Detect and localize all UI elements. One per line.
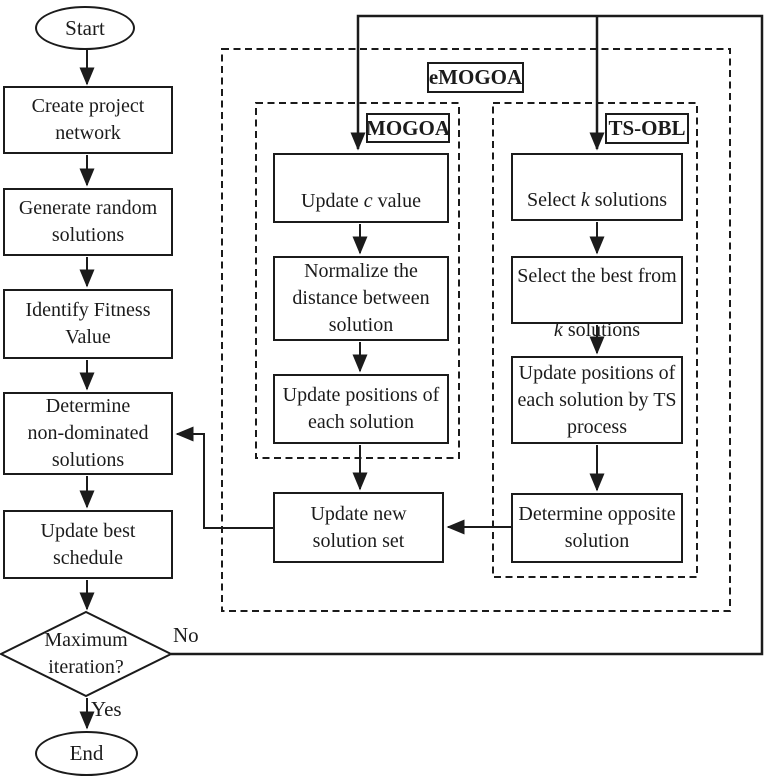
decision-diamond-shape [0, 610, 174, 698]
emogoa-group-label: eMOGOA [427, 62, 524, 93]
process-update-positions: Update positions of each solution [273, 374, 449, 444]
process-create-project-network: Create project network [3, 86, 173, 154]
select-best-var: k [553, 319, 563, 341]
process-select-best-from-k: Select the best from k solutions [511, 256, 683, 341]
process-determine-opposite: Determine opposite solution [511, 493, 683, 563]
process-update-c-value: Update c value [273, 153, 449, 223]
arrow-updatenew-to-determine [175, 426, 273, 529]
select-k-var: k [580, 189, 590, 211]
terminator-end: End [35, 731, 138, 776]
process-identify-fitness-value: Identify Fitness Value [3, 289, 173, 359]
select-k-post: solutions [589, 189, 667, 211]
decision-maximum-iteration: Maximum iteration? [44, 629, 128, 678]
tsobl-group-frame [492, 102, 698, 578]
update-c-post: value [372, 190, 421, 212]
branch-label-no: No [173, 623, 199, 647]
tsobl-group-label: TS-OBL [605, 113, 689, 144]
process-update-positions-ts: Update positions of each solution by TS … [511, 356, 683, 444]
emogoa-group-frame [221, 48, 731, 612]
mogoa-group-frame [255, 102, 460, 459]
update-c-pre: Update [301, 190, 364, 212]
mogoa-group-label: MOGOA [366, 113, 450, 143]
process-generate-random-solutions: Generate random solutions [3, 188, 173, 256]
select-best-line1: Select the best from [517, 265, 677, 287]
terminator-start: Start [35, 6, 135, 50]
process-select-k-solutions: Select k solutions [511, 153, 683, 221]
process-update-best-schedule: Update best schedule [3, 510, 173, 579]
update-c-var: c [363, 190, 373, 212]
no-loop-to-mogoa-line [171, 14, 764, 656]
process-determine-non-dominated: Determine non-dominated solutions [3, 392, 173, 475]
branch-label-yes: Yes [91, 697, 122, 721]
process-normalize-distance: Normalize the distance between solution [273, 256, 449, 341]
select-best-post: solutions [562, 319, 641, 341]
process-update-new-solution-set: Update new solution set [273, 492, 444, 563]
select-k-pre: Select [526, 189, 581, 211]
